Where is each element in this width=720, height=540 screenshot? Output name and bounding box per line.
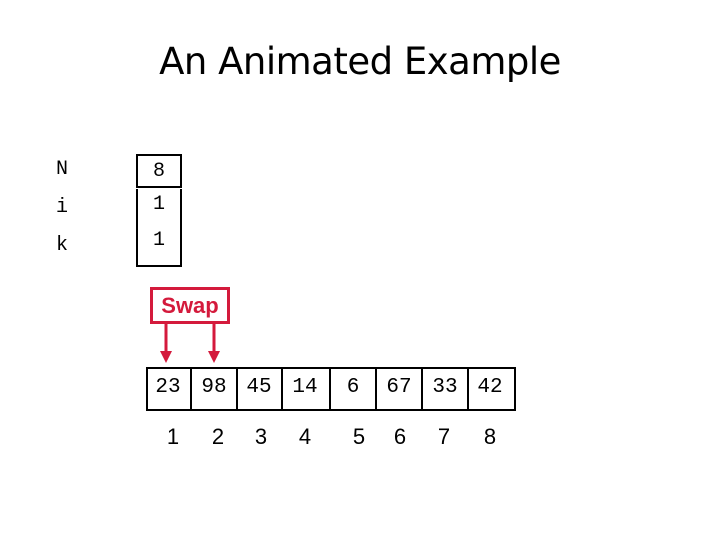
array-index-label: 8 xyxy=(483,424,497,449)
variable-value-k: 1 xyxy=(136,225,182,267)
array-cell-divider xyxy=(329,369,331,409)
array-cell: 67 xyxy=(386,376,412,399)
swap-label: Swap xyxy=(150,287,230,324)
array-cell: 33 xyxy=(432,376,458,399)
array-cell: 23 xyxy=(155,376,181,399)
slide-title: An Animated Example xyxy=(159,40,561,83)
array-cell-divider xyxy=(281,369,283,409)
swap-arrow-left xyxy=(160,324,172,363)
array-box xyxy=(146,367,516,411)
array-cell-divider xyxy=(421,369,423,409)
array-index-label: 7 xyxy=(437,424,451,449)
variable-label-k: k xyxy=(55,234,68,257)
array-cell: 6 xyxy=(346,376,360,399)
variable-label-n: N xyxy=(55,158,68,181)
array-index-label: 3 xyxy=(254,424,268,449)
array-cell-divider xyxy=(467,369,469,409)
array-cell: 98 xyxy=(201,376,227,399)
array-index-label: 6 xyxy=(393,424,407,449)
array-cell: 14 xyxy=(292,376,318,399)
array-cell-divider xyxy=(236,369,238,409)
array-cell: 42 xyxy=(477,376,503,399)
array-index-label: 2 xyxy=(211,424,225,449)
variable-label-i: i xyxy=(55,196,68,219)
swap-arrow-right xyxy=(208,324,220,363)
variable-value-n: 8 xyxy=(136,154,182,188)
array-index-label: 4 xyxy=(298,424,312,449)
array-index-label: 1 xyxy=(166,424,180,449)
array-cell-divider xyxy=(375,369,377,409)
array-cell: 45 xyxy=(246,376,272,399)
array-index-label: 5 xyxy=(352,424,366,449)
variable-value-i: 1 xyxy=(136,189,182,225)
array-cell-divider xyxy=(190,369,192,409)
